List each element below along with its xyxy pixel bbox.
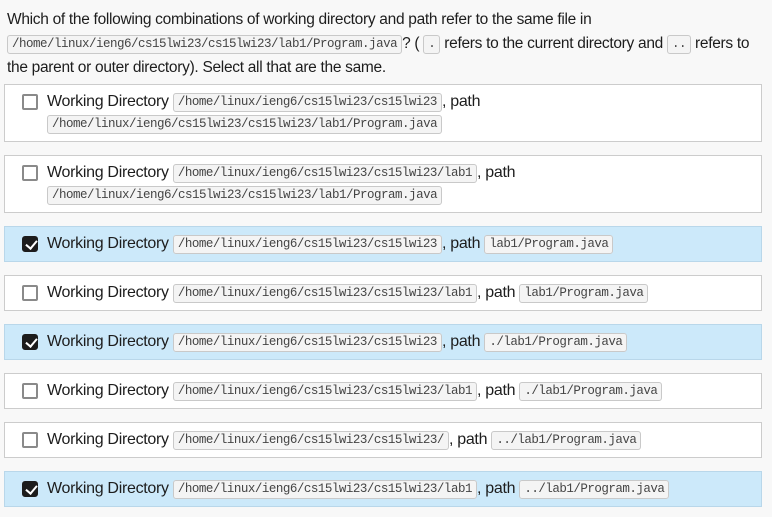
working-directory-label: Working Directory xyxy=(47,164,173,181)
working-directory-code: /home/linux/ieng6/cs15lwi23/cs15lwi23 xyxy=(172,93,442,112)
path-code: ./lab1/Program.java xyxy=(519,382,663,401)
working-directory-code: /home/linux/ieng6/cs15lwi23/cs15lwi23 xyxy=(172,235,442,254)
working-directory-label: Working Directory xyxy=(47,235,173,252)
option-row-5[interactable]: Working Directory /home/linux/ieng6/cs15… xyxy=(4,324,762,360)
working-directory-code: /home/linux/ieng6/cs15lwi23/cs15lwi23 xyxy=(172,333,442,352)
path-code: /home/linux/ieng6/cs15lwi23/cs15lwi23/la… xyxy=(47,115,443,134)
option-row-1[interactable]: Working Directory /home/linux/ieng6/cs15… xyxy=(4,84,762,142)
checkbox-checked-icon[interactable] xyxy=(22,236,38,252)
checkbox-unchecked-icon[interactable] xyxy=(22,94,38,110)
option-row-6[interactable]: Working Directory /home/linux/ieng6/cs15… xyxy=(4,373,762,409)
working-directory-label: Working Directory xyxy=(47,382,173,399)
dotdot-code: .. xyxy=(666,35,691,54)
path-label: , path xyxy=(448,431,492,448)
path-label: , path xyxy=(441,93,485,110)
checkbox-unchecked-icon[interactable] xyxy=(22,432,38,448)
question-text: Which of the following combinations of w… xyxy=(0,0,772,83)
path-code: ../lab1/Program.java xyxy=(519,480,670,499)
checkbox-unchecked-icon[interactable] xyxy=(22,285,38,301)
working-directory-code: /home/linux/ieng6/cs15lwi23/cs15lwi23/la… xyxy=(172,284,477,303)
path-label: , path xyxy=(476,284,520,301)
path-code: ./lab1/Program.java xyxy=(484,333,628,352)
option-row-7[interactable]: Working Directory /home/linux/ieng6/cs15… xyxy=(4,422,762,458)
checkbox-checked-icon[interactable] xyxy=(22,481,38,497)
checkbox-checked-icon[interactable] xyxy=(22,334,38,350)
path-label: , path xyxy=(441,235,485,252)
question-part4: refers to the parent or outer directory)… xyxy=(7,35,750,76)
question-part3: refers to the current directory and xyxy=(440,35,667,52)
options-list: Working Directory /home/linux/ieng6/cs15… xyxy=(4,84,762,507)
path-code: lab1/Program.java xyxy=(484,235,614,254)
question-part2: ? ( xyxy=(402,35,424,52)
path-label: , path xyxy=(441,333,485,350)
option-row-4[interactable]: Working Directory /home/linux/ieng6/cs15… xyxy=(4,275,762,311)
working-directory-label: Working Directory xyxy=(47,284,173,301)
option-row-8[interactable]: Working Directory /home/linux/ieng6/cs15… xyxy=(4,471,762,507)
path-code: lab1/Program.java xyxy=(519,284,649,303)
path-code: ../lab1/Program.java xyxy=(491,431,642,450)
path-label: , path xyxy=(476,382,520,399)
path-label: , path xyxy=(476,480,520,497)
path-code: /home/linux/ieng6/cs15lwi23/cs15lwi23/la… xyxy=(47,186,443,205)
working-directory-label: Working Directory xyxy=(47,431,173,448)
checkbox-unchecked-icon[interactable] xyxy=(22,165,38,181)
working-directory-code: /home/linux/ieng6/cs15lwi23/cs15lwi23/la… xyxy=(172,382,477,401)
working-directory-code: /home/linux/ieng6/cs15lwi23/cs15lwi23/ xyxy=(172,431,449,450)
target-file-path-code: /home/linux/ieng6/cs15lwi23/cs15lwi23/la… xyxy=(7,35,403,54)
working-directory-code: /home/linux/ieng6/cs15lwi23/cs15lwi23/la… xyxy=(172,480,477,499)
working-directory-label: Working Directory xyxy=(47,333,173,350)
working-directory-label: Working Directory xyxy=(47,93,173,110)
question-part1: Which of the following combinations of w… xyxy=(7,11,592,28)
dot-code: . xyxy=(423,35,441,54)
working-directory-label: Working Directory xyxy=(47,480,173,497)
option-row-3[interactable]: Working Directory /home/linux/ieng6/cs15… xyxy=(4,226,762,262)
path-label: , path xyxy=(476,164,520,181)
option-row-2[interactable]: Working Directory /home/linux/ieng6/cs15… xyxy=(4,155,762,213)
working-directory-code: /home/linux/ieng6/cs15lwi23/cs15lwi23/la… xyxy=(172,164,477,183)
checkbox-unchecked-icon[interactable] xyxy=(22,383,38,399)
